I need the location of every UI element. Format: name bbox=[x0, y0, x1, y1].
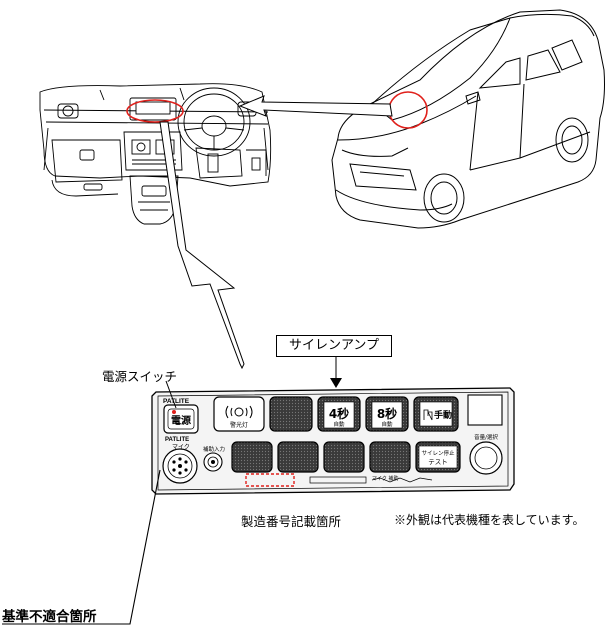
volume-label-text: 音量/選択 bbox=[474, 433, 498, 441]
car-illustration bbox=[331, 9, 605, 229]
siren-test-line1: サイレン停止 bbox=[421, 449, 455, 457]
siren-test-button-face[interactable] bbox=[418, 445, 458, 469]
lamp-button-text[interactable]: 警光灯 bbox=[230, 421, 248, 429]
serial-location-label: 製造番号記載箇所 bbox=[241, 514, 342, 529]
power-switch-leader bbox=[165, 380, 177, 409]
manual-button-face[interactable] bbox=[419, 401, 453, 427]
power-button-text[interactable]: 電源 bbox=[171, 414, 191, 427]
aux-input-label-text: 補助入力 bbox=[203, 445, 225, 453]
brand-logo-text: PATLITE bbox=[163, 398, 190, 405]
siren-test-line2: テスト bbox=[428, 458, 448, 466]
dashboard-highlight-ellipse bbox=[126, 99, 184, 123]
button-8s-sub-text: 自動 bbox=[381, 420, 393, 428]
bottom-labels-text: マイク 補助 bbox=[372, 475, 399, 482]
button-8s-text[interactable]: 8秒 bbox=[377, 406, 397, 421]
button-8s-face[interactable] bbox=[371, 401, 403, 429]
car-to-dash-arrow bbox=[238, 95, 393, 117]
button-4s-face[interactable] bbox=[323, 401, 355, 429]
zigzag-arrow bbox=[159, 121, 245, 370]
siren-amp-pointer bbox=[330, 357, 342, 388]
button-4s-sub-text: 自動 bbox=[333, 420, 345, 428]
siren-amp-label: サイレンアンプ bbox=[276, 335, 392, 357]
panel-text-group: PATLITE 電源 PATLITE マイク 補助入力 警光灯 4秒 自動 8秒… bbox=[163, 398, 498, 482]
mic-label-text: マイク bbox=[172, 444, 190, 451]
non-conforming-label: 基準不適合箇所 bbox=[2, 609, 97, 625]
sub-logo-text: PATLITE bbox=[165, 437, 189, 443]
power-switch-label: 電源スイッチ bbox=[102, 369, 178, 384]
button-4s-text[interactable]: 4秒 bbox=[329, 406, 349, 421]
car-highlight-ellipse bbox=[388, 91, 428, 129]
appearance-note-label: ※外観は代表機種を表しています。 bbox=[394, 513, 585, 527]
manual-button-text[interactable]: 手動 bbox=[434, 409, 452, 421]
defect-leader-line bbox=[2, 469, 161, 625]
hand-icon bbox=[423, 409, 433, 421]
dashboard-illustration bbox=[39, 83, 272, 225]
